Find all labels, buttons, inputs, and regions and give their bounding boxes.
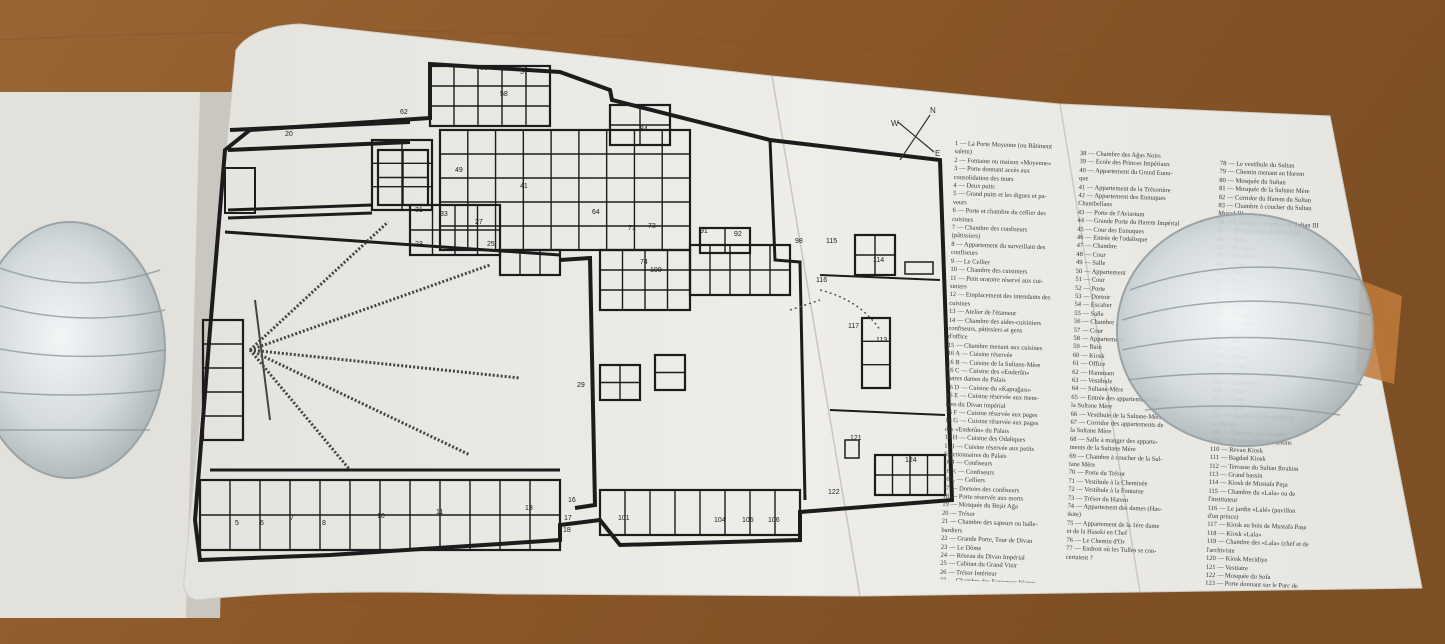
room-number: 105 xyxy=(742,517,754,524)
room-number: 98 xyxy=(795,238,803,245)
compass-label-w: W xyxy=(891,119,899,128)
room-number: 100 xyxy=(650,267,662,274)
garden-path xyxy=(249,263,491,352)
room-number: 115 xyxy=(826,238,837,245)
court-wall xyxy=(829,409,946,416)
room-number: 56 xyxy=(480,65,488,72)
court-wall xyxy=(768,139,807,501)
legend-column-1: 1 — La Porte Moyenne (ou Bâtiment salem)… xyxy=(940,140,1075,584)
room-number: 10 xyxy=(377,513,385,520)
gallery-wall xyxy=(227,120,411,152)
room-number: 49 xyxy=(455,167,463,174)
room-number: 92 xyxy=(734,231,742,238)
gate-tower xyxy=(224,167,256,214)
room-number: 33 xyxy=(440,211,448,218)
harem-rooms xyxy=(428,64,552,128)
court-wall xyxy=(224,230,561,257)
room-number: 73 xyxy=(648,223,656,230)
room-number: 117 xyxy=(848,323,859,330)
room-number: 25 xyxy=(487,241,495,248)
compass-rose: N E W xyxy=(891,106,940,161)
room-number: 11 xyxy=(436,509,443,516)
court-wall xyxy=(559,255,598,510)
room-number: 124 xyxy=(905,457,917,464)
court-rooms xyxy=(498,248,562,277)
room-number: 57 xyxy=(520,69,528,76)
room-number: 58 xyxy=(500,91,508,98)
compass-label-e: E xyxy=(935,149,940,158)
west-rooms xyxy=(201,318,245,442)
room-number: 101 xyxy=(618,515,630,522)
room-number: 41 xyxy=(520,183,528,190)
kiosk xyxy=(844,439,860,459)
gallery-wall xyxy=(227,203,373,220)
foldout-map-page xyxy=(183,23,1423,601)
room-number: 8 xyxy=(322,520,326,527)
room-number: 31 xyxy=(415,207,423,214)
garden-path xyxy=(248,220,390,352)
garden-hedge xyxy=(789,289,881,331)
pool xyxy=(904,261,934,275)
room-number: 7 xyxy=(290,515,294,522)
room-number: 116 xyxy=(816,277,827,284)
room-number: 27 xyxy=(475,219,483,226)
palace-outer-wall xyxy=(192,61,955,563)
room-number: 104 xyxy=(714,517,726,524)
room-number: 91 xyxy=(700,228,708,235)
room-number: 113 xyxy=(876,337,887,344)
room-number: 74 xyxy=(640,259,648,266)
room-number: 122 xyxy=(828,489,840,496)
kiosk xyxy=(860,316,892,390)
garden-path xyxy=(249,348,521,380)
room-number: 6 xyxy=(260,520,264,527)
harem-rooms xyxy=(438,128,692,252)
room-number: 5 xyxy=(235,520,239,527)
room-number: 17 xyxy=(564,515,572,522)
room-number: 71 xyxy=(628,225,636,232)
room-number: 23 xyxy=(415,241,423,248)
room-number: 114 xyxy=(873,257,884,264)
room-number: 106 xyxy=(768,517,780,524)
room-number: 18 xyxy=(563,527,571,534)
room-number: 121 xyxy=(850,435,862,442)
room-number: 84 xyxy=(640,126,648,133)
room-number: 62 xyxy=(400,109,408,116)
room-number: 29 xyxy=(577,382,585,389)
garden-path xyxy=(254,299,271,421)
room-number: 20 xyxy=(285,131,293,138)
compass-label-n: N xyxy=(930,106,936,115)
room-number: 13 xyxy=(525,505,533,512)
room-number: 16 xyxy=(568,497,576,504)
garden-path xyxy=(249,348,471,457)
room-number: 64 xyxy=(592,209,600,216)
court-wall xyxy=(819,274,941,281)
page-fold-2 xyxy=(1059,103,1141,593)
